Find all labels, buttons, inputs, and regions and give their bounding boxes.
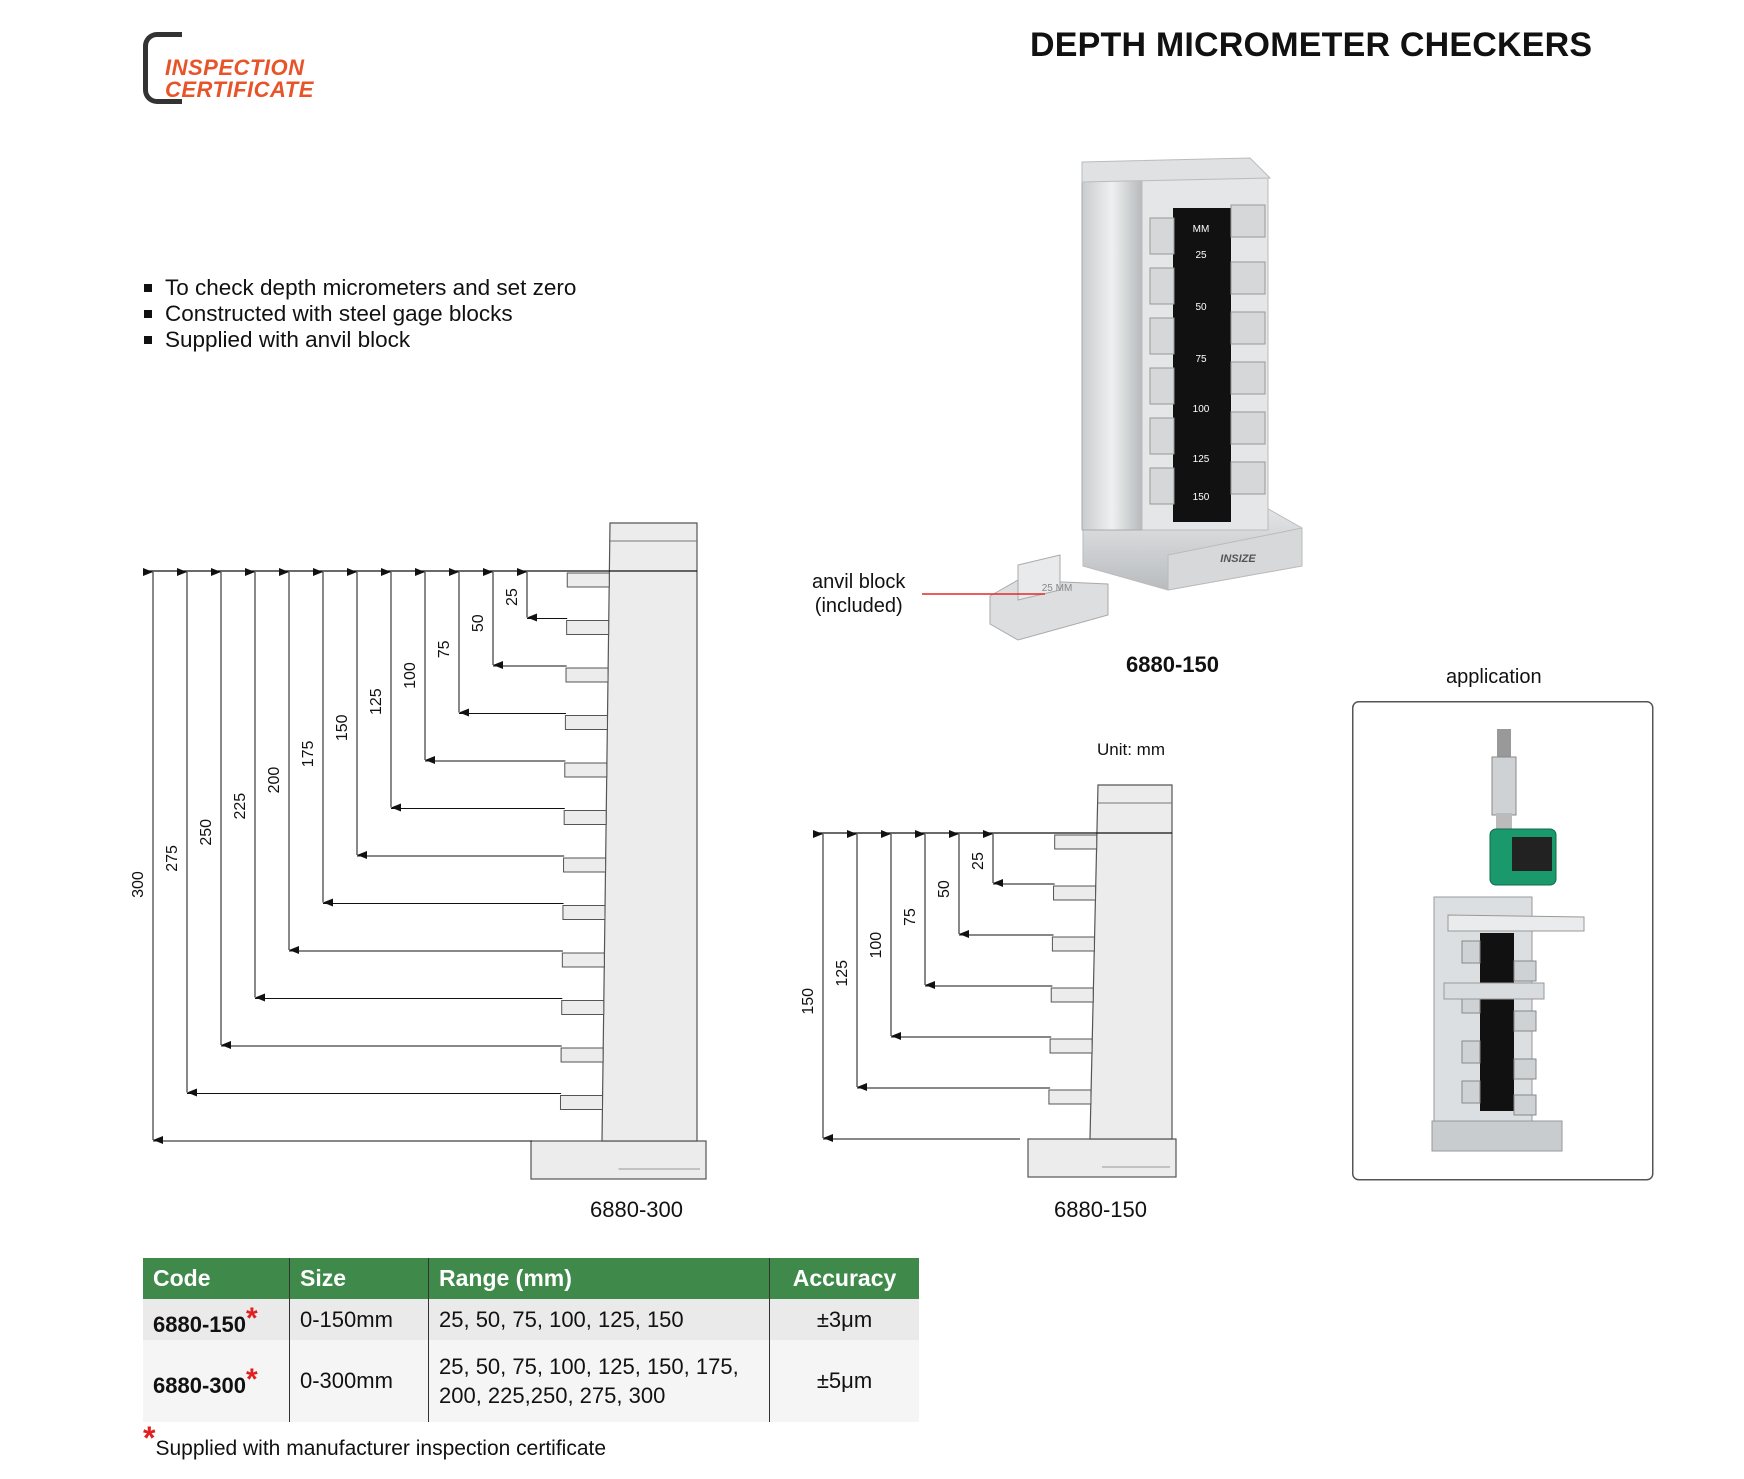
header-size: Size	[289, 1258, 429, 1299]
diagram-150-gage-block	[1048, 1089, 1092, 1105]
brand-marking: INSIZE	[1220, 553, 1256, 565]
page-title: DEPTH MICROMETER CHECKERS	[1030, 26, 1593, 64]
table-row: 6880-150* 0-150mm 25, 50, 75, 100, 125, …	[143, 1299, 919, 1340]
diagram-300-gage-block	[560, 1047, 604, 1063]
diagram-300-gage-block	[562, 905, 606, 920]
cell-range: 25, 50, 75, 100, 125, 150	[428, 1299, 770, 1340]
svg-text:125: 125	[1193, 454, 1210, 465]
diagram-150-dimension-label: 25	[970, 852, 987, 870]
diagram-300-column	[601, 522, 698, 1142]
feature-item: To check depth micrometers and set zero	[143, 275, 576, 301]
scale-unit-label: MM	[1193, 224, 1210, 235]
photo-model-label: 6880-150	[1126, 652, 1219, 677]
diagram-300-dimension-label: 25	[504, 588, 521, 606]
diagram-150-dimension-label: 50	[936, 880, 953, 898]
cell-size: 0-300mm	[289, 1340, 429, 1422]
logo-line-2: CERTIFICATE	[165, 77, 314, 102]
diagram-150-gage-block	[1054, 834, 1098, 850]
footnote: *Supplied with manufacturer inspection c…	[143, 1420, 607, 1460]
logo-bracket-icon	[143, 32, 182, 104]
unit-note: Unit: mm	[1097, 740, 1165, 759]
diagram-300-gage-block	[566, 572, 610, 588]
cell-range: 25, 50, 75, 100, 125, 150, 175,200, 225,…	[428, 1340, 770, 1422]
inspection-certificate-logo: INSPECTION CERTIFICATE	[143, 30, 363, 104]
diagram-300-dimension-label: 200	[266, 767, 283, 794]
diagram-300-base	[530, 1140, 707, 1180]
diagram-300-caption: 6880-300	[590, 1197, 683, 1222]
svg-text:75: 75	[1195, 354, 1207, 365]
diagram-300-dimension-label: 175	[300, 740, 317, 767]
diagram-150-base	[1027, 1138, 1177, 1178]
diagram-300-gage-block	[563, 857, 607, 873]
feature-item: Constructed with steel gage blocks	[143, 301, 576, 327]
logo-line-1: INSPECTION	[165, 55, 305, 80]
anvil-marking: 25 MM	[1042, 583, 1073, 594]
diagram-150-dimension-label: 75	[902, 908, 919, 926]
diagram-300-gage-block	[565, 667, 609, 683]
feature-item: Supplied with anvil block	[143, 327, 576, 353]
diagram-300-gage-block	[559, 1095, 603, 1110]
svg-text:50: 50	[1195, 302, 1207, 313]
diagram-150-gage-block	[1051, 936, 1095, 952]
application-photo	[1352, 701, 1654, 1181]
diagram-300-dimension-label: 300	[130, 871, 147, 898]
cell-accuracy: ±3μm	[769, 1299, 919, 1340]
anvil-block-label: anvil block (included)	[812, 571, 906, 617]
diagram-300-gage-block	[566, 620, 610, 635]
spec-table: Code Size Range (mm) Accuracy 6880-150* …	[143, 1258, 919, 1422]
cell-code: 6880-150*	[143, 1299, 290, 1340]
table-header-row: Code Size Range (mm) Accuracy	[143, 1258, 919, 1299]
diagram-300-dimension-label: 250	[198, 819, 215, 846]
diagram-300-dimension-label: 100	[402, 662, 419, 689]
feature-list: To check depth micrometers and set zero …	[143, 275, 576, 353]
diagram-300-gage-block	[561, 952, 605, 968]
cell-accuracy: ±5μm	[769, 1340, 919, 1422]
diagram-300-gage-block	[564, 762, 608, 778]
diagram-300-dimension-label: 225	[232, 793, 249, 820]
diagram-150-dimension-label: 100	[868, 932, 885, 959]
header-code: Code	[143, 1258, 290, 1299]
diagram-150-gage-block	[1053, 885, 1097, 901]
application-label: application	[1446, 666, 1542, 688]
scale-marks: 25 50 75 100 125 150	[1193, 250, 1210, 503]
header-accuracy: Accuracy	[769, 1258, 919, 1299]
diagram-300-gage-block	[563, 810, 607, 825]
table-row: 6880-300* 0-300mm 25, 50, 75, 100, 125, …	[143, 1340, 919, 1422]
diagram-150-gage-block	[1050, 987, 1094, 1003]
diagram-150-caption: 6880-150	[1054, 1197, 1147, 1222]
diagram-300-dimension-label: 125	[368, 688, 385, 715]
diagram-300-dimension-label: 275	[164, 845, 181, 872]
diagram-300-dimension-label: 75	[436, 640, 453, 658]
cell-size: 0-150mm	[289, 1299, 429, 1340]
svg-text:100: 100	[1193, 404, 1210, 415]
diagram-150-gage-block	[1049, 1038, 1093, 1054]
svg-text:25: 25	[1195, 250, 1207, 261]
diagram-300-dimension-label: 50	[470, 614, 487, 632]
diagram-300-gage-block	[564, 715, 608, 730]
diagram-150-dimension-label: 125	[834, 960, 851, 987]
header-range: Range (mm)	[428, 1258, 770, 1299]
diagram-300-dimension-label: 150	[334, 714, 351, 741]
diagram-300-gage-block	[561, 1000, 605, 1015]
diagram-150-column	[1089, 784, 1173, 1140]
svg-text:150: 150	[1193, 492, 1210, 503]
diagram-150-dimension-label: 150	[800, 988, 817, 1015]
cell-code: 6880-300*	[143, 1340, 290, 1422]
